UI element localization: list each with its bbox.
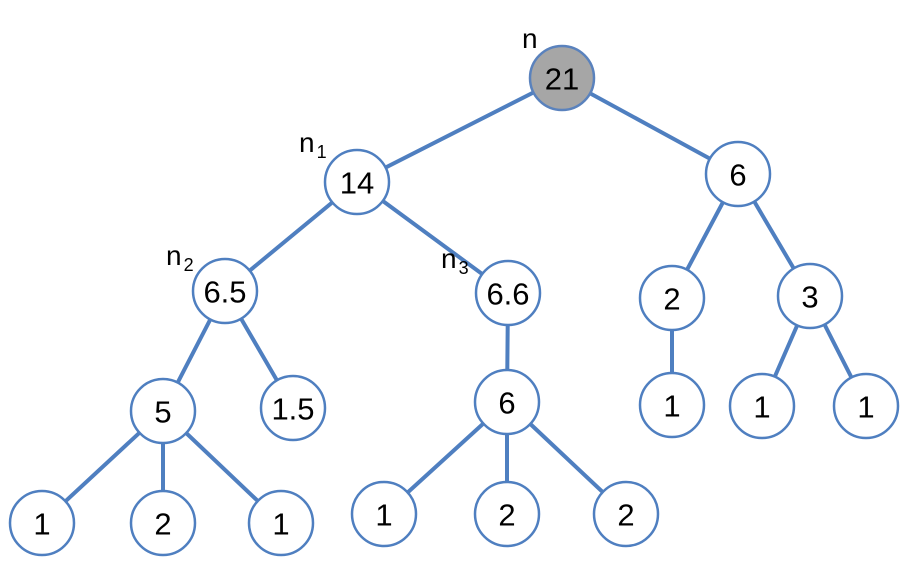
node-circle [638, 264, 706, 332]
node-value: 1 [375, 498, 392, 533]
tree-node-a1a3: 1 [247, 489, 315, 557]
node-tag-letter: n [441, 243, 457, 274]
node-tag-subscript: 1 [317, 142, 327, 162]
node-circle [704, 140, 772, 208]
node-circle [776, 262, 844, 330]
node-value: 2 [617, 498, 634, 533]
node-tag-letter: n [166, 240, 182, 271]
node-circle [129, 489, 197, 557]
tree-node-a2a3: 2 [592, 480, 660, 548]
tree-node-a1a2: 2 [129, 489, 197, 557]
node-tag-letter: n [522, 23, 538, 54]
node-circle [728, 372, 796, 440]
tree-node-a1b: 1.5 [259, 374, 327, 442]
tree-node-b: 6 [704, 140, 772, 208]
node-tag-letter: n [299, 127, 315, 158]
node-value: 2 [663, 282, 680, 317]
node-value: 1 [753, 390, 770, 425]
tree-node-b2a: 1 [728, 372, 796, 440]
tree-edge-r-b [560, 76, 740, 176]
tree-node-a2: 6.6 [474, 259, 542, 327]
node-value: 2 [154, 507, 171, 542]
node-tag-subscript: 2 [184, 255, 194, 275]
node-circle [323, 148, 391, 216]
node-circle [832, 372, 900, 440]
tree-node-a: 14 [323, 148, 391, 216]
tree-edge-r-a [355, 76, 564, 184]
node-circle [473, 368, 541, 436]
node-value: 2 [498, 498, 515, 533]
node-circle [129, 377, 197, 445]
node-circle [350, 480, 418, 548]
tree-node-b2b: 1 [832, 372, 900, 440]
tree-node-b1a: 1 [638, 371, 706, 439]
node-circle [474, 259, 542, 327]
node-value: 1.5 [271, 392, 314, 427]
node-circle [638, 371, 706, 439]
tree-node-a2a1: 1 [350, 480, 418, 548]
node-value: 6 [498, 386, 515, 421]
node-circle [592, 480, 660, 548]
node-circle [8, 489, 76, 557]
node-tag-r: n [522, 23, 538, 54]
node-value: 21 [545, 62, 579, 97]
node-circle [528, 44, 596, 112]
node-circle [473, 480, 541, 548]
node-value: 6.5 [203, 275, 246, 310]
tree-node-a1a1: 1 [8, 489, 76, 557]
tree-node-a2a: 6 [473, 368, 541, 436]
node-circle [247, 489, 315, 557]
tree-node-b1: 2 [638, 264, 706, 332]
node-value: 6 [729, 158, 746, 193]
node-value: 1 [857, 390, 874, 425]
node-circle [191, 257, 259, 325]
node-value: 1 [33, 507, 50, 542]
tree-node-r: 21 [528, 44, 596, 112]
node-value: 6.6 [486, 277, 529, 312]
tree-node-a2a2: 2 [473, 480, 541, 548]
node-value: 3 [801, 280, 818, 315]
tree-node-a1a: 5 [129, 377, 197, 445]
node-value: 1 [663, 389, 680, 424]
node-value: 1 [272, 507, 289, 542]
node-value: 5 [154, 395, 171, 430]
node-circle [259, 374, 327, 442]
node-tag-subscript: 3 [459, 258, 469, 278]
tree-node-b2: 3 [776, 262, 844, 330]
node-value: 14 [340, 166, 374, 201]
tree-node-a1: 6.5 [191, 257, 259, 325]
